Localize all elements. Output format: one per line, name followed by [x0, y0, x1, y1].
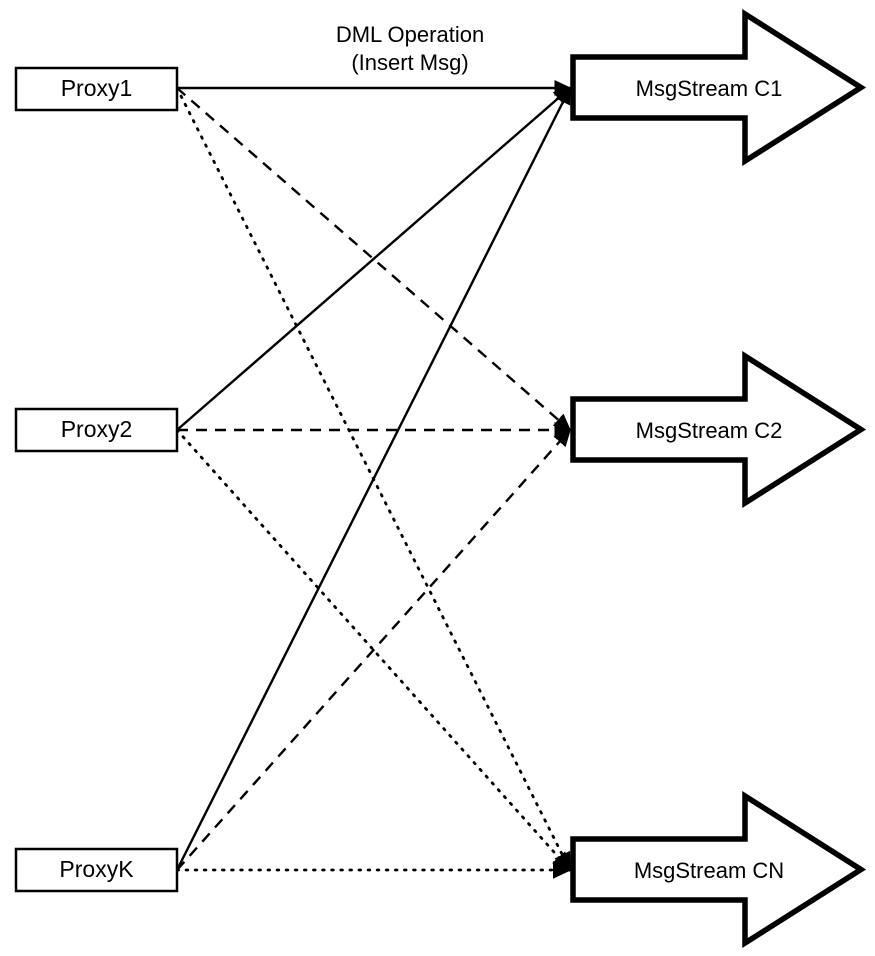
- msgstream-node-c1[interactable]: MsgStream C1: [570, 9, 867, 166]
- link-proxy2-to-msgstream-cn[interactable]: [175, 428, 572, 872]
- link-proxyk-to-msgstream-c2[interactable]: [176, 428, 571, 871]
- proxy2-label: Proxy2: [61, 416, 133, 442]
- link-proxy2-to-msgstream-c1[interactable]: [176, 87, 572, 431]
- proxyk-label: ProxyK: [59, 856, 134, 882]
- msgstream-node-cn[interactable]: MsgStream CN: [570, 791, 867, 948]
- link-proxy1-to-msgstream-c2[interactable]: [176, 87, 572, 431]
- msgstream-c2-label: MsgStream C2: [636, 418, 783, 443]
- proxy-node-proxyk[interactable]: ProxyK: [14, 847, 179, 893]
- msgstream-cn-label: MsgStream CN: [634, 858, 784, 883]
- proxy2-box[interactable]: [14, 407, 179, 453]
- msgstream-node-c2[interactable]: MsgStream C2: [570, 351, 867, 508]
- dml-operation-line2: (Insert Msg): [351, 50, 468, 75]
- msgstream-c2-arrow-shape[interactable]: [570, 351, 867, 508]
- proxy-node-proxy2[interactable]: Proxy2: [14, 407, 179, 453]
- proxy1-box[interactable]: [14, 66, 179, 112]
- msgstream-c1-arrow-shape[interactable]: [570, 9, 867, 166]
- msgstream-cn-arrow-shape[interactable]: [570, 791, 867, 948]
- proxyk-box[interactable]: [14, 847, 179, 893]
- dml-operation-annotation: DML Operation (Insert Msg): [336, 22, 484, 75]
- proxy1-label: Proxy1: [61, 75, 133, 101]
- proxy-node-proxy1[interactable]: Proxy1: [14, 66, 179, 112]
- link-layer: [175, 79, 572, 879]
- link-proxyk-to-msgstream-c1[interactable]: [175, 86, 572, 871]
- msgstream-c1-label: MsgStream C1: [636, 76, 783, 101]
- dml-operation-line1: DML Operation: [336, 22, 484, 47]
